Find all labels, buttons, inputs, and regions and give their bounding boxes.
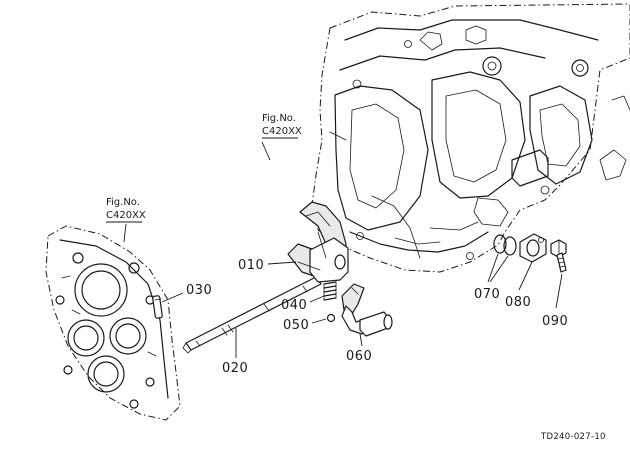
callout-080: 080	[505, 295, 531, 310]
leader-030	[161, 292, 184, 303]
transmission-case	[311, 3, 630, 273]
leader-050	[311, 318, 327, 324]
callout-020: 020	[222, 361, 248, 376]
part-040-spring	[323, 281, 337, 301]
leader-010	[267, 261, 297, 265]
leader-lines	[123, 141, 563, 358]
callout-050: 050	[283, 318, 309, 333]
leader-fig-ref-left	[123, 223, 127, 243]
fig-ref-upper-line1: Fig.No.	[262, 113, 296, 124]
fig-ref-upper-line2: C420XX	[262, 126, 302, 137]
fig-ref-left-line2: C420XX	[106, 210, 146, 221]
fig-ref-left-line1: Fig.No.	[106, 197, 140, 208]
callout-060: 060	[346, 349, 372, 364]
leader-060	[359, 333, 363, 347]
part-010-shift-fork	[287, 201, 349, 283]
drawing-code: TD240-027-10	[540, 432, 606, 442]
part-030-pin	[152, 295, 163, 319]
leader-070a	[487, 253, 499, 283]
part-060-shift-lever	[341, 283, 393, 337]
leader-090	[555, 273, 563, 309]
leader-fig-ref-upper	[261, 141, 271, 161]
part-070-o-rings	[493, 234, 517, 256]
part-050-ball	[326, 313, 336, 323]
callout-090: 090	[542, 314, 568, 329]
figure-reference-upper: Fig.No. C420XX	[262, 113, 302, 139]
part-090-bolt	[550, 239, 567, 273]
part-080-stopper-plate	[519, 233, 547, 263]
callout-070: 070	[474, 287, 500, 302]
callout-010: 010	[238, 258, 264, 273]
leader-080	[518, 261, 533, 291]
leader-070b	[489, 255, 509, 283]
figure-reference-left: Fig.No. C420XX	[106, 197, 146, 223]
side-cover-plate	[45, 225, 181, 421]
leader-040	[309, 295, 325, 303]
part-020-shift-rod	[182, 276, 322, 354]
callout-040: 040	[281, 298, 307, 313]
callout-030: 030	[186, 283, 212, 298]
